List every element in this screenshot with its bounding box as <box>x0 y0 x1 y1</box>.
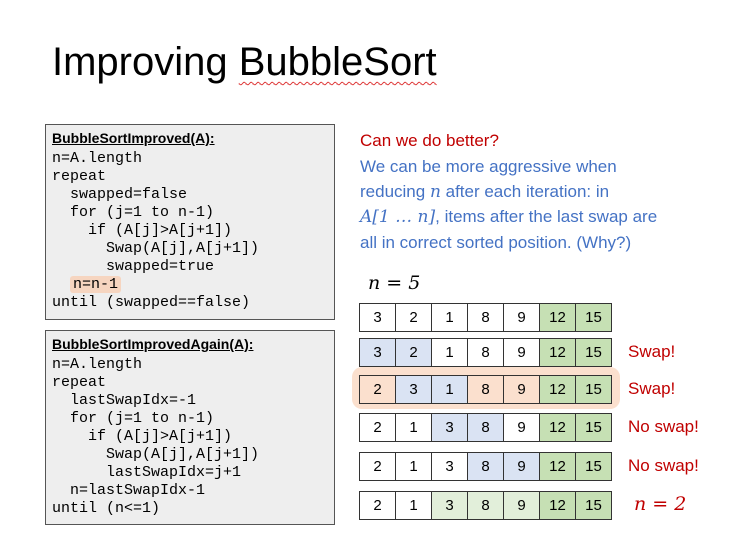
code-line: for (j=1 to n-1) <box>52 410 215 427</box>
question-text: Can we do better? <box>360 131 499 150</box>
array-cell: 2 <box>359 413 396 442</box>
slide-title: Improving BubbleSort <box>52 40 437 85</box>
array-cell: 2 <box>395 338 432 367</box>
explanation-line-4: all in correct sorted position. (Why?) <box>360 233 632 252</box>
array-cell: 15 <box>575 338 612 367</box>
code-line: lastSwapIdx=j+1 <box>52 464 242 481</box>
array-cell: 12 <box>539 491 576 520</box>
code-box-improved-again: BubbleSortImprovedAgain(A): n=A.length r… <box>45 330 335 525</box>
code-header: BubbleSortImprovedAgain(A): <box>52 336 254 352</box>
array-cell: 3 <box>359 303 396 332</box>
array-cell: 8 <box>467 413 504 442</box>
array-cell: 15 <box>575 491 612 520</box>
code-line: swapped=true <box>52 258 215 275</box>
code-line: Swap(A[j],A[j+1]) <box>52 446 260 463</box>
array-cell: 9 <box>503 452 540 481</box>
array-cell: 1 <box>395 413 432 442</box>
array-cell: 8 <box>467 452 504 481</box>
array-cell: 9 <box>503 375 540 404</box>
code-line: n=A.length <box>52 356 143 373</box>
row-label: Swap! <box>628 379 676 398</box>
code-line: lastSwapIdx=-1 <box>52 392 197 409</box>
explanation-line-3: A[1 … n], items after the last swap are <box>360 207 658 227</box>
array-cell: 2 <box>359 375 396 404</box>
array-cell: 15 <box>575 375 612 404</box>
array-cell: 3 <box>431 491 468 520</box>
array-cell: 9 <box>503 338 540 367</box>
code-header: BubbleSortImproved(A): <box>52 130 215 146</box>
code-line-highlighted: n=n-1 <box>52 276 122 294</box>
array-cell: 9 <box>503 303 540 332</box>
title-prefix: Improving <box>52 40 239 84</box>
array-cell: 3 <box>359 338 396 367</box>
code-box-improved: BubbleSortImproved(A): n=A.length repeat… <box>45 124 335 320</box>
code-line: n=A.length <box>52 150 143 167</box>
array-cell: 1 <box>395 452 432 481</box>
array-cell: 12 <box>539 338 576 367</box>
code-line: swapped=false <box>52 186 188 203</box>
array-cell: 15 <box>575 413 612 442</box>
code-line: if (A[j]>A[j+1]) <box>52 222 233 239</box>
code-line: Swap(A[j],A[j+1]) <box>52 240 260 257</box>
array-cell: 2 <box>359 491 396 520</box>
array-cell: 8 <box>467 375 504 404</box>
code-line: repeat <box>52 168 107 185</box>
code-line: until (swapped==false) <box>52 294 251 311</box>
array-cell: 1 <box>431 303 468 332</box>
array-cell: 8 <box>467 338 504 367</box>
array-cell: 3 <box>431 452 468 481</box>
array-cell: 12 <box>539 375 576 404</box>
array-cell: 12 <box>539 413 576 442</box>
code-line: if (A[j]>A[j+1]) <box>52 428 233 445</box>
code-line: for (j=1 to n-1) <box>52 204 215 221</box>
array-cell: 8 <box>467 303 504 332</box>
n-label: n = 5 <box>368 272 421 294</box>
array-cell: 9 <box>503 491 540 520</box>
array-cell: 1 <box>431 375 468 404</box>
row-label: Swap! <box>628 342 676 361</box>
row-label: No swap! <box>628 456 699 475</box>
array-cell: 3 <box>395 375 432 404</box>
code-line: repeat <box>52 374 107 391</box>
array-cell: 3 <box>431 413 468 442</box>
row-label: n = 2 <box>634 493 687 515</box>
array-cell: 2 <box>359 452 396 481</box>
array-cell: 2 <box>395 303 432 332</box>
code-line: until (n<=1) <box>52 500 161 517</box>
array-cell: 1 <box>431 338 468 367</box>
array-cell: 9 <box>503 413 540 442</box>
array-cell: 15 <box>575 303 612 332</box>
array-cell: 8 <box>467 491 504 520</box>
code-line: n=lastSwapIdx-1 <box>52 482 206 499</box>
array-cell: 12 <box>539 452 576 481</box>
title-main: BubbleSort <box>238 40 437 84</box>
row-label: No swap! <box>628 417 699 436</box>
array-cell: 12 <box>539 303 576 332</box>
explanation-line-2: reducing n after each iteration: in <box>360 182 610 202</box>
array-cell: 1 <box>395 491 432 520</box>
explanation-line-1: We can be more aggressive when <box>360 157 617 176</box>
array-cell: 15 <box>575 452 612 481</box>
